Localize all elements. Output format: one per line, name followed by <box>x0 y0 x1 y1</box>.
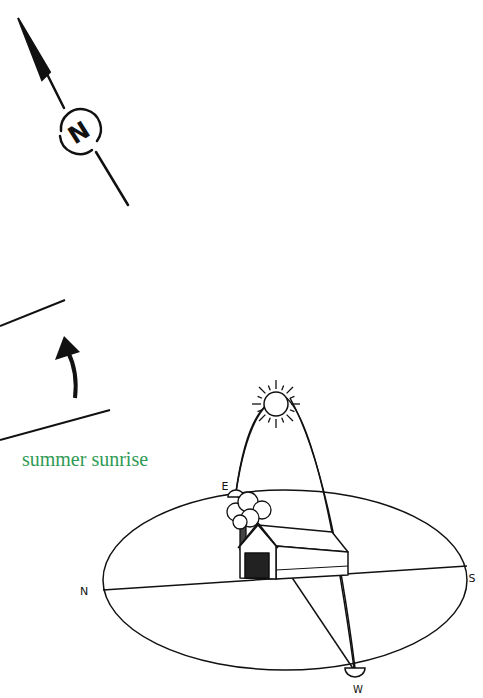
setting-sun <box>345 668 365 677</box>
compass-point: W <box>353 685 363 695</box>
sun <box>252 380 300 428</box>
caption-label: summer sunrise <box>22 449 148 469</box>
compass-point: S <box>469 573 476 584</box>
compass-point: N <box>80 586 88 597</box>
sun-arc <box>236 396 355 668</box>
sunrise-arrowhead <box>55 336 80 360</box>
north-arrowhead <box>18 18 50 80</box>
north-letter: N <box>64 117 94 148</box>
sunrise-angle <box>0 300 110 440</box>
house <box>238 523 348 579</box>
compass-point: E <box>222 481 229 492</box>
horizon <box>103 490 467 670</box>
